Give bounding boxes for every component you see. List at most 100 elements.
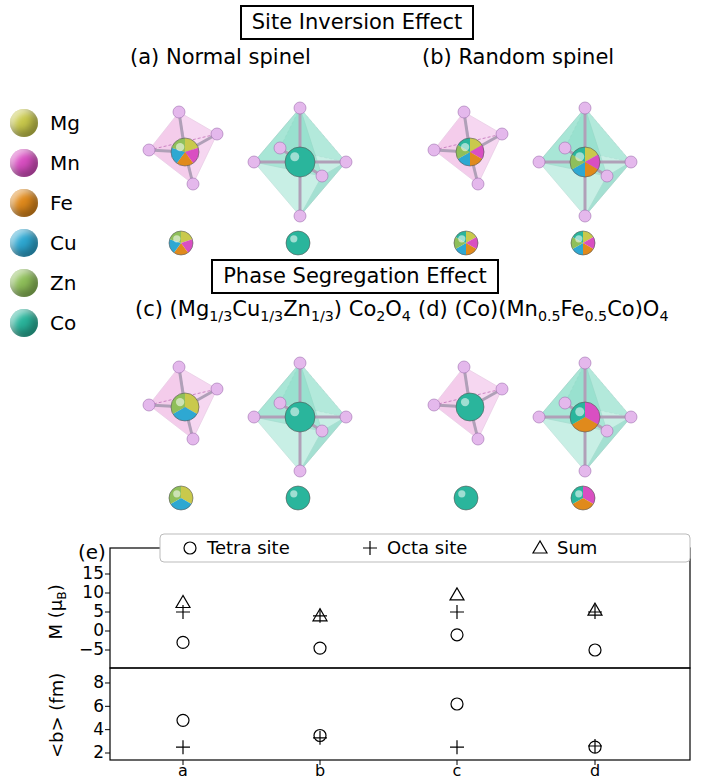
octa-cation: [570, 147, 600, 177]
legend-marker: [533, 541, 547, 553]
triangle-marker: [176, 596, 190, 608]
figure-stroke: [470, 152, 482, 166]
panel-title: (c) (Mg1/3Cu1/3Zn1/3) Co2O4: [135, 297, 411, 325]
oxygen-atom: [533, 156, 545, 168]
heading-box: Phase Segregation Effect: [211, 259, 499, 294]
site-sphere: [454, 486, 478, 510]
oxygen-atom: [428, 144, 440, 156]
tick-label: c: [453, 762, 462, 780]
site-sphere: [286, 486, 310, 510]
figure-stroke: [571, 486, 583, 504]
site-sphere: [571, 486, 595, 510]
oxygen-atom: [274, 397, 286, 409]
legend-text: Sum: [557, 538, 597, 559]
figure-stroke: [286, 486, 310, 510]
tick-label: 15: [82, 564, 104, 584]
oxygen-atom: [211, 128, 223, 140]
oxygen-atom: [211, 383, 223, 395]
tick-label: 4: [93, 720, 104, 740]
octa-cation: [285, 402, 315, 432]
panel-letter: (e): [78, 541, 106, 564]
legend-text: Cu: [50, 232, 77, 255]
circle-marker: [177, 636, 189, 648]
circle-marker: [184, 542, 196, 554]
figure-stroke: [286, 231, 310, 255]
oxygen-atom: [274, 142, 286, 154]
oxygen-atom: [559, 142, 571, 154]
oxygen-atom: [248, 156, 260, 168]
octahedron-face: [254, 108, 346, 216]
plus-marker: [363, 541, 377, 555]
figure-stroke: [458, 235, 465, 242]
oxygen-atom: [579, 357, 591, 369]
tick-label: 5: [93, 602, 104, 622]
figure-stroke: [176, 143, 184, 151]
oxygen-atom: [143, 399, 155, 411]
triangle-marker: [450, 588, 464, 600]
figure-stroke: [456, 231, 466, 243]
heading-text: Site Inversion Effect: [252, 10, 463, 34]
figure-stroke: [456, 393, 484, 421]
figure-stroke: [571, 231, 595, 255]
plus-marker: [176, 740, 190, 754]
tick-mark: [105, 753, 110, 754]
oxygen-atom: [187, 178, 199, 190]
tick-mark: [105, 574, 110, 575]
oxygen-atom: [472, 433, 484, 445]
legend-text: Octa site: [387, 538, 467, 559]
legend-marker: [184, 542, 196, 554]
oxygen-atom: [579, 465, 591, 477]
oxygen-atom: [294, 465, 306, 477]
figure-stroke: [570, 147, 600, 177]
figure-stroke: [169, 486, 193, 510]
tetra-cation: [171, 393, 199, 421]
element-swatch: [10, 269, 38, 297]
circle-marker: [177, 714, 189, 726]
figure-stroke: [458, 490, 465, 497]
site-sphere: [169, 486, 193, 510]
figure-stroke: [571, 486, 595, 510]
figure-stroke: [575, 152, 584, 161]
figure-stroke: [570, 402, 600, 432]
panel-title: (a) Normal spinel: [130, 45, 311, 69]
oxygen-atom: [316, 425, 328, 437]
figure-stroke: [585, 162, 598, 177]
figure-stroke: [573, 231, 583, 243]
tick-mark: [105, 593, 110, 594]
figure-stroke: [458, 138, 470, 152]
tick-label: d: [590, 762, 600, 780]
oxygen-atom: [601, 170, 613, 182]
tick-mark: [105, 631, 110, 632]
oxygen-atom: [472, 178, 484, 190]
figure-stroke: [171, 393, 199, 421]
heading-box: Site Inversion Effect: [240, 5, 475, 40]
legend-text: Mn: [50, 152, 80, 175]
tetra-cation: [171, 138, 199, 166]
tick-mark: [105, 729, 110, 730]
tick-label: −5: [79, 640, 104, 660]
plot-frame: [110, 668, 690, 760]
figure-stroke: [290, 152, 299, 161]
legend-marker: [363, 541, 377, 555]
figure-stroke: [575, 235, 582, 242]
legend-text: Co: [50, 312, 76, 335]
oxygen-atom: [625, 411, 637, 423]
plus-marker: [313, 731, 327, 745]
panel-title: (b) Random spinel: [422, 45, 614, 69]
legend-text: Zn: [50, 272, 76, 295]
oxygen-atom: [458, 106, 470, 118]
panel-title: (d) (Co)(Mn0.5Fe0.5Co)O4: [418, 297, 668, 325]
octa-cation: [285, 147, 315, 177]
oxygen-atom: [579, 210, 591, 222]
site-sphere: [571, 231, 595, 255]
tetra-cation: [456, 393, 484, 421]
oxygen-atom: [496, 383, 508, 395]
figure-stroke: [169, 231, 193, 255]
figure-stroke: [575, 490, 582, 497]
oxygen-atom: [316, 170, 328, 182]
figure-stroke: [290, 490, 297, 497]
oxygen-atom: [294, 357, 306, 369]
legend-text: Mg: [50, 112, 80, 135]
tick-label: a: [178, 762, 188, 780]
axis-title: M (μB): [46, 584, 70, 639]
